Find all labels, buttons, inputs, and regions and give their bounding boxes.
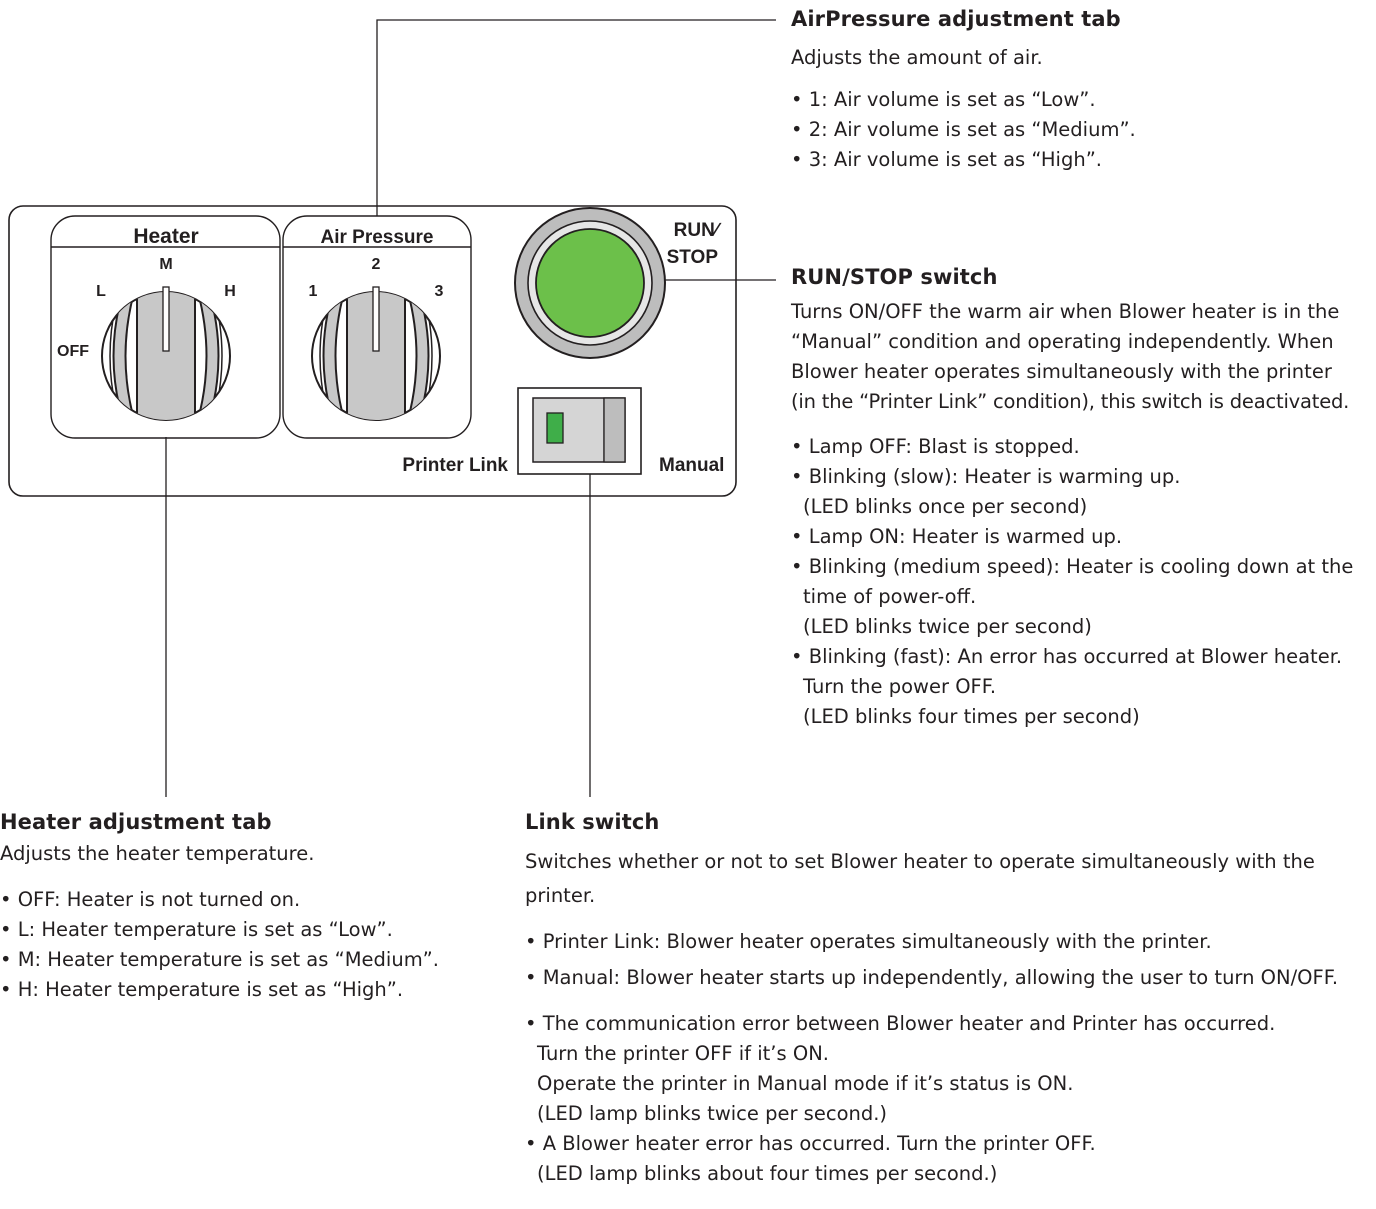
list-item: • OFF: Heater is not turned on. bbox=[0, 888, 301, 911]
heater-title: Heater adjustment tab bbox=[0, 810, 272, 834]
heater-box: Heater M L H OFF bbox=[50, 215, 281, 439]
list-item: • Printer Link: Blower heater operates s… bbox=[525, 930, 1212, 953]
runstop-desc-line: Turns ON/OFF the warm air when Blower he… bbox=[791, 300, 1340, 323]
heater-label-l: L bbox=[96, 283, 106, 300]
air-pointer bbox=[372, 286, 380, 352]
airpressure-desc: Adjusts the amount of air. bbox=[791, 46, 1043, 69]
airpressure-section: AirPressure adjustment tab Adjusts the a… bbox=[791, 4, 1371, 175]
heater-desc: Adjusts the heater temperature. bbox=[0, 842, 315, 865]
runstop-desc-line: Blower heater operates simultaneously wi… bbox=[791, 360, 1332, 383]
list-item: • 1: Air volume is set as “Low”. bbox=[791, 88, 1096, 111]
airpressure-title: AirPressure adjustment tab bbox=[791, 7, 1121, 31]
list-item: • L: Heater temperature is set as “Low”. bbox=[0, 918, 393, 941]
list-item: • Blinking (medium speed): Heater is coo… bbox=[791, 552, 1371, 642]
list-item: • Manual: Blower heater starts up indepe… bbox=[525, 966, 1339, 989]
link-switch[interactable] bbox=[517, 387, 642, 475]
air-label-3: 3 bbox=[435, 283, 444, 300]
list-item-cont: Turn the power OFF. bbox=[803, 675, 997, 698]
list-item: • M: Heater temperature is set as “Mediu… bbox=[0, 948, 439, 971]
list-item-text: • Blinking (fast): An error has occurred… bbox=[791, 645, 1343, 668]
link-list: • Printer Link: Blower heater operates s… bbox=[525, 927, 1375, 993]
link-indicator-led bbox=[546, 412, 564, 444]
printer-link-label: Printer Link bbox=[402, 455, 508, 476]
airpressure-list: • 1: Air volume is set as “Low”. • 2: Ai… bbox=[791, 85, 1371, 175]
air-box-label: Air Pressure bbox=[320, 227, 433, 248]
list-item-cont: (LED lamp blinks about four times per se… bbox=[537, 1162, 998, 1185]
list-item: • 2: Air volume is set as “Medium”. bbox=[791, 118, 1136, 141]
list-item: • Blinking (slow): Heater is warming up.… bbox=[791, 462, 1371, 522]
air-pressure-knob[interactable] bbox=[311, 280, 441, 432]
link-section: Link switch Switches whether or not to s… bbox=[525, 807, 1375, 1189]
list-item-cont: time of power-off. bbox=[803, 585, 977, 608]
link-desc-line: printer. bbox=[525, 884, 596, 907]
list-item-cont: (LED blinks twice per second) bbox=[803, 615, 1092, 638]
list-item-cont: (LED blinks once per second) bbox=[803, 495, 1088, 518]
list-item-text: • The communication error between Blower… bbox=[525, 1012, 1276, 1035]
air-label-2: 2 bbox=[372, 256, 381, 273]
manual-label: Manual bbox=[659, 455, 724, 476]
list-item-cont: (LED lamp blinks twice per second.) bbox=[537, 1102, 888, 1125]
list-item: • A Blower heater error has occurred. Tu… bbox=[525, 1129, 1375, 1189]
runstop-desc-line: “Manual” condition and operating indepen… bbox=[791, 330, 1334, 353]
list-item: • Lamp OFF: Blast is stopped. bbox=[791, 432, 1371, 462]
list-item: • Lamp ON: Heater is warmed up. bbox=[791, 522, 1371, 552]
list-item-cont: Operate the printer in Manual mode if it… bbox=[537, 1072, 1074, 1095]
air-label-1: 1 bbox=[309, 283, 318, 300]
list-item-cont: Turn the printer OFF if it’s ON. bbox=[537, 1042, 829, 1065]
run-stop-button[interactable] bbox=[514, 207, 666, 359]
run-stop-label-line1: RUN∕ bbox=[674, 220, 722, 241]
list-item-text: • Lamp ON: Heater is warmed up. bbox=[791, 525, 1123, 548]
runstop-title: RUN/STOP switch bbox=[791, 265, 998, 289]
list-item: • 3: Air volume is set as “High”. bbox=[791, 148, 1102, 171]
leader-airpressure bbox=[376, 19, 776, 216]
heater-list: • OFF: Heater is not turned on. • L: Hea… bbox=[0, 885, 500, 1005]
heater-box-label: Heater bbox=[133, 225, 198, 248]
panel-frame bbox=[8, 205, 737, 497]
list-item-text: • Lamp OFF: Blast is stopped. bbox=[791, 435, 1080, 458]
list-item: • The communication error between Blower… bbox=[525, 1009, 1375, 1129]
air-pressure-box: Air Pressure 2 1 3 bbox=[282, 215, 472, 439]
list-item-text: • Blinking (medium speed): Heater is coo… bbox=[791, 555, 1354, 578]
run-stop-label-line2: STOP bbox=[667, 247, 719, 268]
heater-section: Heater adjustment tab Adjusts the heater… bbox=[0, 807, 500, 1005]
runstop-list: • Lamp OFF: Blast is stopped. • Blinking… bbox=[791, 432, 1371, 732]
list-item-text: • Blinking (slow): Heater is warming up. bbox=[791, 465, 1181, 488]
heater-pointer bbox=[162, 286, 170, 352]
heater-label-off: OFF bbox=[57, 343, 89, 360]
runstop-section: RUN/STOP switch Turns ON/OFF the warm ai… bbox=[791, 262, 1371, 732]
link-title: Link switch bbox=[525, 810, 660, 834]
runstop-desc-line: (in the “Printer Link” condition), this … bbox=[791, 390, 1350, 413]
heater-label-h: H bbox=[224, 283, 236, 300]
list-item-text: • A Blower heater error has occurred. Tu… bbox=[525, 1132, 1096, 1155]
heater-label-m: M bbox=[159, 256, 172, 273]
link-desc-line: Switches whether or not to set Blower he… bbox=[525, 850, 1315, 873]
list-item: • Blinking (fast): An error has occurred… bbox=[791, 642, 1371, 732]
heater-knob[interactable] bbox=[101, 280, 231, 432]
list-item: • H: Heater temperature is set as “High”… bbox=[0, 978, 404, 1001]
link-error-list: • The communication error between Blower… bbox=[525, 1009, 1375, 1189]
list-item-cont: (LED blinks four times per second) bbox=[803, 705, 1140, 728]
